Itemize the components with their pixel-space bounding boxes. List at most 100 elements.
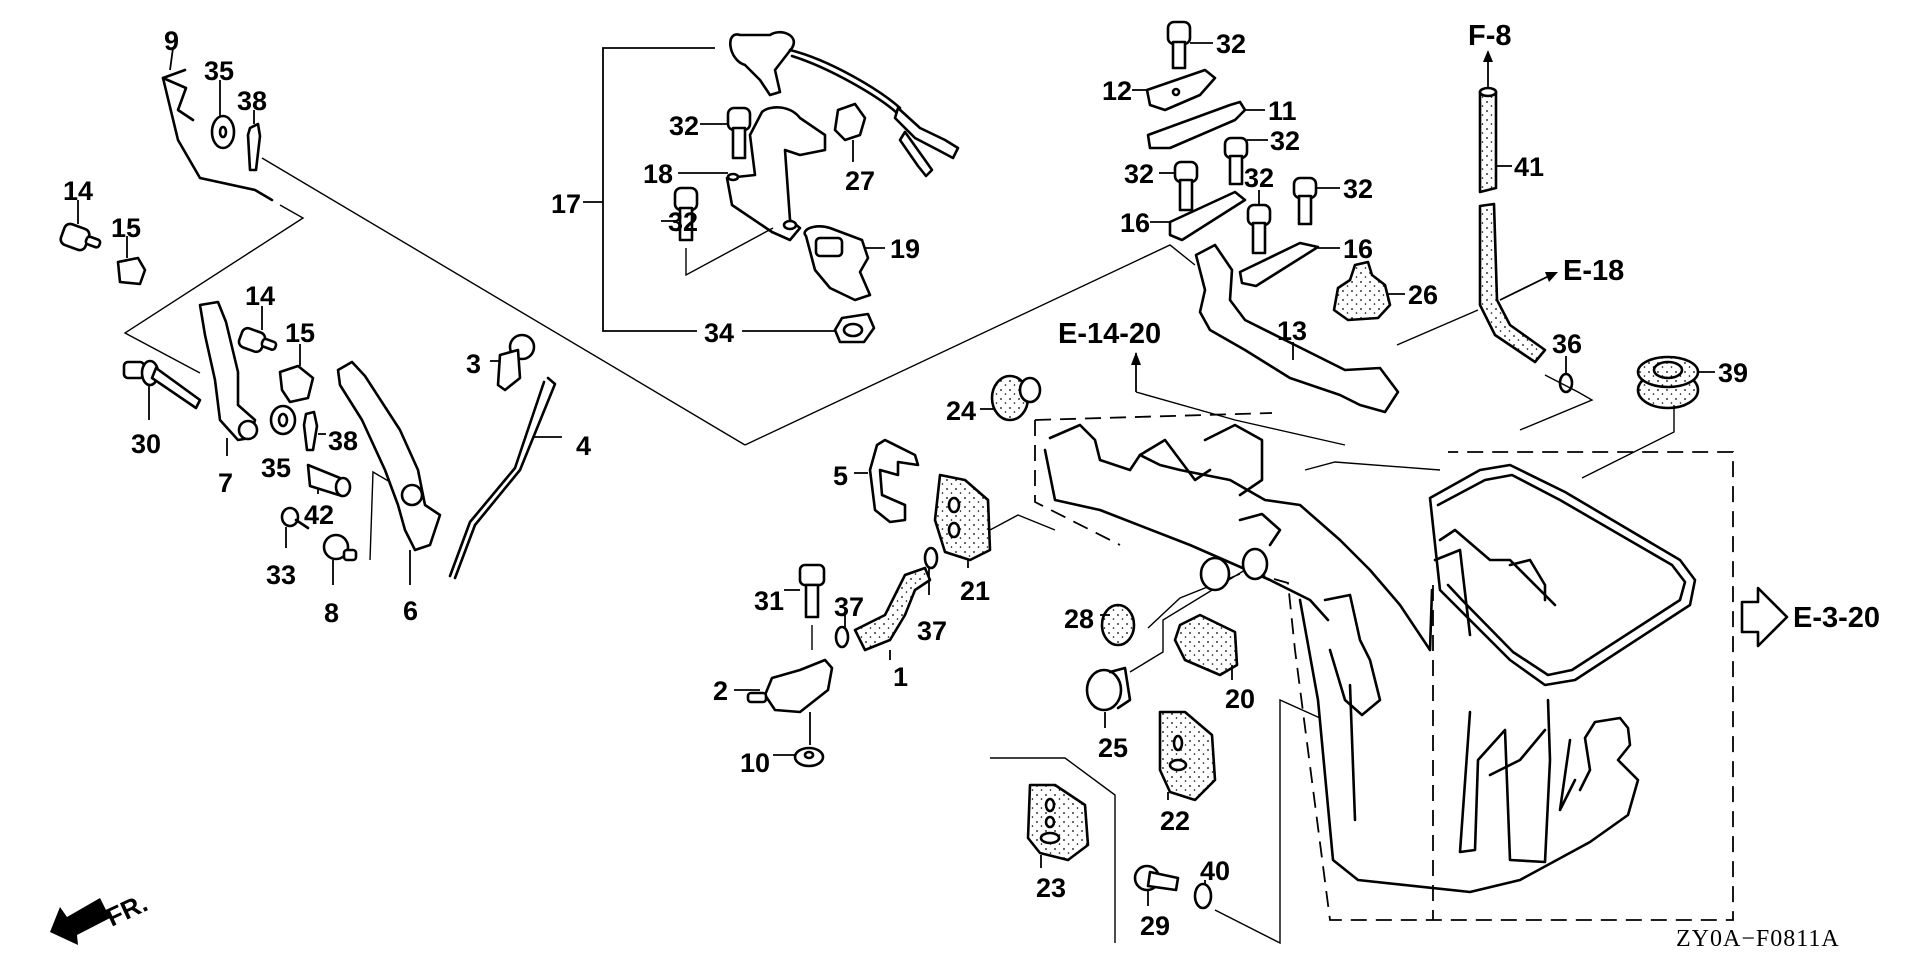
part-7-lever[interactable] — [198, 300, 259, 456]
part-6-arm[interactable] — [336, 360, 442, 585]
part-10-washer[interactable] — [773, 746, 825, 768]
part-32-bolt[interactable] — [1159, 160, 1199, 212]
part-36-clamp[interactable] — [1519, 356, 1594, 431]
part-1-hose[interactable] — [853, 566, 932, 660]
callout-31: 31 — [754, 586, 784, 616]
callout-37: 37 — [917, 616, 947, 646]
wire-harness[interactable] — [729, 30, 960, 178]
callout-32: 32 — [1244, 163, 1274, 193]
part-18-bracket[interactable] — [678, 106, 827, 242]
part-11-plate[interactable] — [1146, 100, 1265, 150]
part-27-clamp[interactable] — [833, 102, 867, 162]
part-8-bushing[interactable] — [322, 533, 358, 585]
part-29-bolt[interactable] — [1133, 864, 1180, 906]
callout-2: 2 — [713, 676, 728, 706]
callout-32: 32 — [1124, 159, 1154, 189]
part-24-plug[interactable] — [980, 374, 1042, 422]
leader-line — [744, 244, 1196, 446]
part-9-rod[interactable] — [161, 47, 274, 202]
callout-40: 40 — [1200, 856, 1230, 886]
part-12-plate[interactable] — [1132, 68, 1217, 112]
callout-16: 16 — [1343, 234, 1373, 264]
part-19-grommet[interactable] — [803, 224, 885, 302]
leader-line — [123, 204, 305, 374]
part-15-clip[interactable] — [116, 236, 147, 286]
callout-8: 8 — [324, 598, 339, 628]
part-4-rod[interactable] — [448, 376, 562, 580]
part-32-bolt[interactable] — [1166, 20, 1213, 70]
leader-line — [1304, 461, 1441, 471]
e-3-20-arrow — [1740, 586, 1789, 648]
part-14-joint[interactable] — [59, 200, 102, 252]
part-32-bolt[interactable] — [700, 106, 752, 160]
callout-35: 35 — [261, 453, 291, 483]
callout-13: 13 — [1277, 316, 1307, 346]
callout-25: 25 — [1098, 733, 1128, 763]
lower-case-housing[interactable] — [1034, 412, 1734, 921]
part-30-bolt[interactable] — [122, 359, 202, 420]
ref-e-18[interactable]: E-18 — [1563, 255, 1624, 287]
part-21-grommet[interactable] — [933, 473, 1056, 568]
callout-14: 14 — [245, 281, 275, 311]
callout-14: 14 — [63, 176, 93, 206]
part-35-washer[interactable] — [269, 404, 297, 436]
callout-7: 7 — [218, 468, 233, 498]
callout-26: 26 — [1408, 280, 1438, 310]
part-22-grommet[interactable] — [1158, 710, 1217, 802]
ref-e-14-20[interactable]: E-14-20 — [1058, 318, 1161, 350]
callout-4: 4 — [576, 431, 591, 461]
callout-38: 38 — [328, 426, 358, 456]
part-31-bolt[interactable] — [784, 563, 826, 650]
leader-line — [261, 157, 746, 446]
part-38-cotter-pin[interactable] — [302, 410, 326, 452]
part-32-bolt[interactable] — [1246, 190, 1272, 255]
reference-labels: F-8 E-18 E-14-20 E-3-20 — [1058, 20, 1880, 634]
part-40-washer[interactable] — [1193, 698, 1321, 945]
front-direction-arrow — [50, 898, 110, 945]
callout-15: 15 — [285, 318, 315, 348]
part-32-bolt[interactable] — [1223, 136, 1268, 186]
part-42-collar[interactable] — [306, 463, 352, 498]
part-33-screw[interactable] — [280, 506, 310, 548]
callout-30: 30 — [131, 429, 161, 459]
e-18-arrow — [1499, 272, 1558, 301]
part-32-bolt[interactable] — [1292, 176, 1340, 226]
part-16-plate[interactable] — [1150, 190, 1247, 242]
part-35-washer[interactable] — [210, 80, 236, 150]
callout-41: 41 — [1514, 152, 1544, 182]
callout-33: 33 — [266, 560, 296, 590]
callout-32: 32 — [1343, 174, 1373, 204]
part-14-joint[interactable] — [237, 306, 278, 354]
ref-f-8[interactable]: F-8 — [1468, 20, 1512, 52]
callout-24: 24 — [946, 396, 976, 426]
callout-9: 9 — [164, 26, 179, 56]
part-25-plug[interactable] — [1085, 569, 1246, 728]
front-indicator-label: FR. — [101, 888, 152, 933]
part-15-clip[interactable] — [278, 344, 315, 404]
part-5-plate[interactable] — [854, 438, 920, 524]
part-13-shaft[interactable] — [1194, 243, 1400, 414]
part-32-bolt[interactable] — [661, 186, 774, 277]
leader-line — [1135, 391, 1346, 446]
part-34-nut[interactable] — [833, 312, 876, 344]
part-37-clamp[interactable] — [834, 614, 850, 649]
part-16-plate[interactable] — [1238, 241, 1340, 288]
ref-e-3-20[interactable]: E-3-20 — [1793, 602, 1880, 634]
part-3-joint[interactable] — [490, 333, 536, 392]
leader-line — [1396, 309, 1479, 346]
callout-28: 28 — [1064, 604, 1094, 634]
callout-32: 32 — [668, 207, 698, 237]
part-39-seal[interactable] — [1581, 355, 1715, 479]
part-2-valve[interactable] — [734, 658, 834, 745]
callout-12: 12 — [1102, 76, 1132, 106]
part-20-grommet[interactable] — [1173, 613, 1239, 680]
part-23-grommet[interactable] — [990, 757, 1116, 943]
callout-27: 27 — [845, 166, 875, 196]
part-38-cotter-pin[interactable] — [246, 110, 262, 172]
part-26-boot[interactable] — [1332, 260, 1405, 322]
callout-19: 19 — [890, 234, 920, 264]
leader-line — [369, 470, 391, 561]
callout-3: 3 — [466, 349, 481, 379]
part-41-hose[interactable] — [1478, 86, 1547, 364]
